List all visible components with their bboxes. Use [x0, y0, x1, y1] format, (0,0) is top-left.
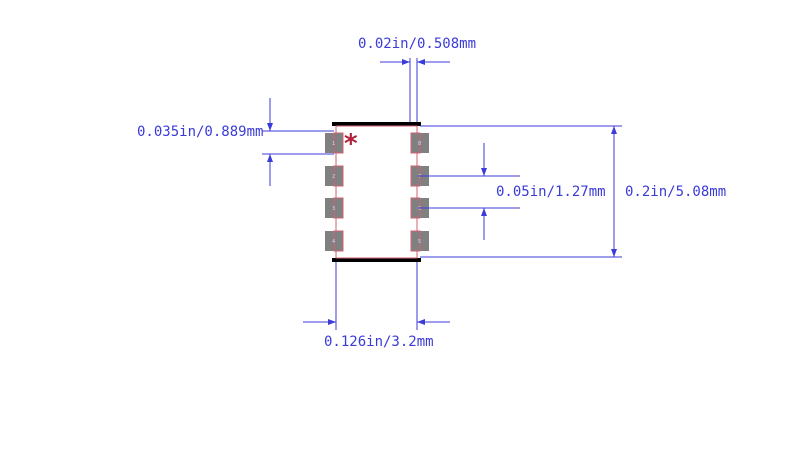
pad-overlap-outline [333, 230, 344, 252]
dim-label-pitch: 0.05in/1.27mm [496, 184, 606, 200]
pad-2: 2 [325, 165, 344, 187]
pad-overlap-outline [333, 132, 344, 154]
dim-label-body-height: 0.2in/5.08mm [625, 184, 726, 200]
pin1-marker: * [344, 129, 358, 159]
dim-label-row-span: 0.126in/3.2mm [324, 334, 434, 350]
pin-number: 2 [332, 174, 335, 180]
package-body-outline [335, 125, 418, 259]
pad-overlap-outline [410, 132, 421, 154]
pin-number: 1 [332, 141, 335, 147]
pads-group: 1 2 3 4 8 7 6 5 [325, 132, 429, 252]
pin-number: 8 [418, 141, 421, 147]
pin-number: 3 [332, 206, 335, 212]
pin-number: 5 [418, 239, 421, 245]
pad-overlap-outline [333, 165, 344, 187]
pad-3: 3 [325, 197, 344, 219]
pin-number: 4 [332, 239, 335, 245]
dim-label-pad-spacing: 0.02in/0.508mm [358, 36, 476, 52]
pin-number: 6 [418, 206, 421, 212]
silkscreen-top-bar [332, 122, 421, 126]
pad-1: 1 [325, 132, 344, 154]
dim-label-pad-width: 0.035in/0.889mm [137, 124, 263, 140]
pad-8: 8 [410, 132, 429, 154]
pad-overlap-outline [333, 197, 344, 219]
pin-number: 7 [418, 174, 421, 180]
pad-4: 4 [325, 230, 344, 252]
pad-5: 5 [410, 230, 429, 252]
dimension-lines [262, 58, 622, 330]
silkscreen-bottom-bar [332, 258, 421, 262]
pad-overlap-outline [410, 230, 421, 252]
